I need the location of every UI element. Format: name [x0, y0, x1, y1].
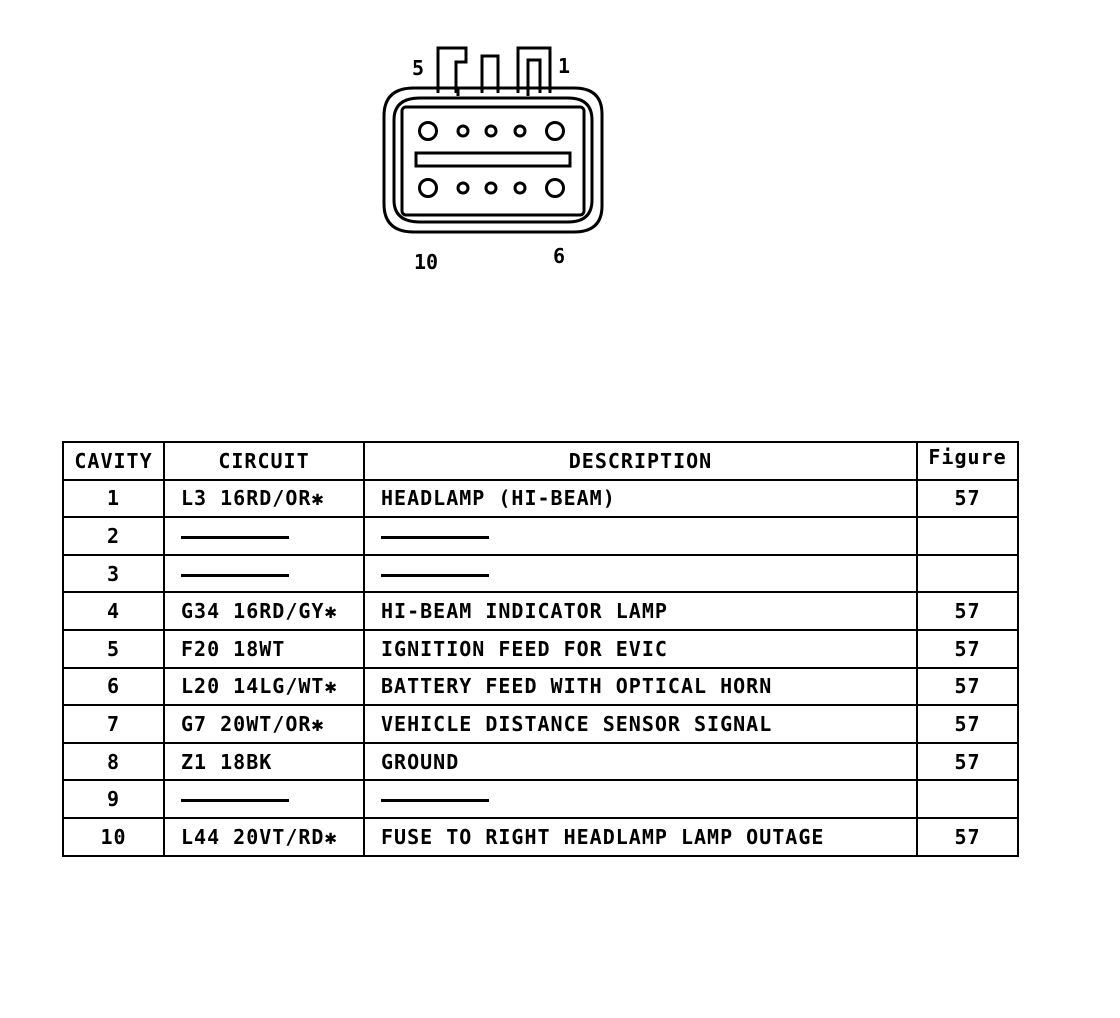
figure-cell: 57 — [916, 741, 1019, 782]
header-figure: Figure — [916, 441, 1019, 481]
cavity-cell: 3 — [62, 553, 165, 594]
circuit-cell: F20 18WT — [163, 628, 365, 669]
description-cell: FUSE TO RIGHT HEADLAMP LAMP OUTAGE — [363, 816, 918, 857]
cavity-cell: 7 — [62, 704, 165, 744]
description-cell — [363, 779, 918, 819]
cavity-cell: 10 — [62, 816, 165, 857]
table-header-row: CAVITY CIRCUIT DESCRIPTION Figure — [62, 441, 1019, 481]
description-cell — [363, 553, 918, 594]
circuit-cell — [163, 779, 365, 819]
table-row: 3 — [62, 553, 1019, 594]
circuit-cell: G34 16RD/GY✱ — [163, 591, 365, 631]
empty-dash — [381, 573, 489, 577]
cavity-cell: 6 — [62, 666, 165, 707]
description-cell: BATTERY FEED WITH OPTICAL HORN — [363, 666, 918, 707]
empty-dash — [381, 799, 489, 803]
circuit-cell: L20 14LG/WT✱ — [163, 666, 365, 707]
figure-cell: 57 — [916, 591, 1019, 631]
figure-cell: 57 — [916, 816, 1019, 857]
cavity-cell: 8 — [62, 741, 165, 782]
description-cell: VEHICLE DISTANCE SENSOR SIGNAL — [363, 704, 918, 744]
description-cell: HI-BEAM INDICATOR LAMP — [363, 591, 918, 631]
header-description: DESCRIPTION — [363, 441, 918, 481]
empty-dash — [181, 535, 289, 539]
pin-label-1: 1 — [558, 54, 571, 78]
empty-dash — [181, 573, 289, 577]
header-cavity: CAVITY — [62, 441, 165, 481]
figure-cell: 57 — [916, 628, 1019, 669]
figure-cell: 57 — [916, 666, 1019, 707]
pin-label-6: 6 — [553, 244, 566, 268]
description-cell: HEADLAMP (HI-BEAM) — [363, 478, 918, 519]
figure-cell — [916, 779, 1019, 819]
circuit-cell: Z1 18BK — [163, 741, 365, 782]
circuit-cell — [163, 516, 365, 556]
description-cell: GROUND — [363, 741, 918, 782]
empty-dash — [181, 799, 289, 803]
figure-cell — [916, 516, 1019, 556]
circuit-cell: G7 20WT/OR✱ — [163, 704, 365, 744]
cavity-cell: 2 — [62, 516, 165, 556]
cavity-cell: 5 — [62, 628, 165, 669]
circuit-cell — [163, 553, 365, 594]
empty-dash — [381, 535, 489, 539]
header-circuit: CIRCUIT — [163, 441, 365, 481]
pin-label-10: 10 — [414, 250, 439, 274]
figure-cell: 57 — [916, 478, 1019, 519]
pin-label-5: 5 — [412, 56, 425, 80]
description-cell: IGNITION FEED FOR EVIC — [363, 628, 918, 669]
cavity-cell: 9 — [62, 779, 165, 819]
cavity-cell: 4 — [62, 591, 165, 631]
connector-diagram — [382, 46, 604, 234]
table-row: 2 — [62, 516, 1019, 556]
figure-cell — [916, 553, 1019, 594]
circuit-cell: L44 20VT/RD✱ — [163, 816, 365, 857]
cavity-cell: 1 — [62, 478, 165, 519]
description-cell — [363, 516, 918, 556]
circuit-cell: L3 16RD/OR✱ — [163, 478, 365, 519]
figure-cell: 57 — [916, 704, 1019, 744]
table-row: 9 — [62, 779, 1019, 819]
